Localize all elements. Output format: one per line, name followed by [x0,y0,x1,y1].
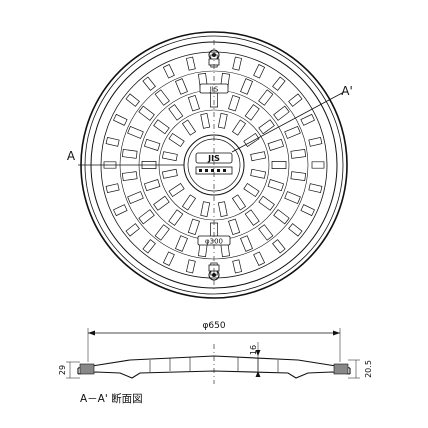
pattern-slot [311,161,325,169]
plan-view: JIS JIS φ300 A A' [67,31,353,299]
pattern-slot [284,126,301,139]
pattern-slot [181,119,197,136]
pattern-slot [228,218,241,236]
pattern-slot [284,191,301,204]
pattern-slot [217,201,228,218]
bottom-nameplate-text: φ300 [205,238,223,246]
dim-height-left: 29 [58,365,67,375]
pattern-slot [300,113,315,126]
section-label-left: A [67,149,76,163]
center-emblem-text: JIS [207,154,220,163]
pattern-slot [161,151,178,162]
pattern-slot [308,183,323,194]
pattern-slot [105,136,120,147]
pattern-slot [175,78,188,95]
pattern-slot [250,168,267,179]
section-label-right: A' [341,84,353,98]
pattern-slot [138,209,155,225]
pattern-slot [240,235,253,252]
section-view: φ650 16 29 [58,321,373,405]
pattern-slot [113,113,128,126]
pattern-slot [200,112,211,129]
pattern-slot [300,204,315,217]
section-caption: A－A' 断面図 [80,392,143,405]
pattern-slot [168,132,185,148]
pattern-slot [185,259,196,274]
pattern-slot [290,171,307,181]
pattern-slot [273,209,290,225]
pattern-slot [185,56,196,71]
pattern-slot [168,209,184,226]
pattern-slot [250,151,267,162]
pattern-slot [200,201,211,218]
pattern-slot [142,76,156,91]
pattern-slot [258,119,275,135]
pattern-slot [258,224,274,241]
diameter-label: φ650 [202,321,225,331]
diameter-dim-arrow-left [88,330,95,336]
pattern-slot [121,149,138,159]
pattern-slot [143,179,161,192]
pattern-slot [288,223,303,237]
pattern-slot [258,195,275,211]
pattern-slot [187,218,200,236]
pattern-slot [142,239,156,254]
pattern-slot [244,104,260,121]
pattern-slot [217,112,228,129]
diameter-dim-arrow-right [333,330,340,336]
pattern-slot [244,209,260,226]
pattern-slot [231,194,247,211]
pattern-slot [272,239,286,254]
pattern-slot [153,195,170,211]
pattern-slot [272,76,286,91]
pattern-slot [127,191,144,204]
pattern-slot [308,136,323,147]
pattern-slot [232,56,243,71]
pattern-slot [240,78,253,95]
pattern-slot [138,105,155,121]
pattern-slot [258,89,274,106]
pattern-slot [273,105,290,121]
pattern-slot [187,94,200,112]
pattern-slot [127,126,144,139]
pattern-slot [175,235,188,252]
pattern-slot [267,138,285,151]
dim-thickness-center: 16 [249,345,258,355]
pattern-slot [162,64,175,79]
pattern-slot [113,204,128,217]
pattern-slot [288,93,303,107]
pattern-slot [121,171,138,181]
pattern-slot [243,182,260,198]
pattern-slot [143,138,161,151]
pattern-slot [168,104,184,121]
pattern-slot [228,94,241,112]
pattern-slot [181,194,197,211]
pattern-slot [154,89,170,106]
pattern-slot [231,119,247,136]
pattern-slot [168,182,185,198]
cover-pattern-slots [103,54,325,276]
pattern-slot [253,251,266,266]
pattern-slot [125,93,140,107]
frame-hatch-right [333,363,349,375]
pattern-slot [162,251,175,266]
pattern-slot [125,223,140,237]
pattern-slot [232,259,243,274]
pattern-slot [271,161,287,169]
pattern-slot [105,183,120,194]
pattern-slot [154,224,170,241]
pattern-slot [161,168,178,179]
section-line-diagonal [231,91,345,153]
pattern-slot [253,64,266,79]
pattern-slot [290,149,307,159]
dim-height-right: 20.5 [364,360,373,378]
center-band-marks [199,169,226,172]
pattern-slot [153,119,170,135]
pattern-slot [267,179,285,192]
frame-hatch-left [79,363,95,375]
